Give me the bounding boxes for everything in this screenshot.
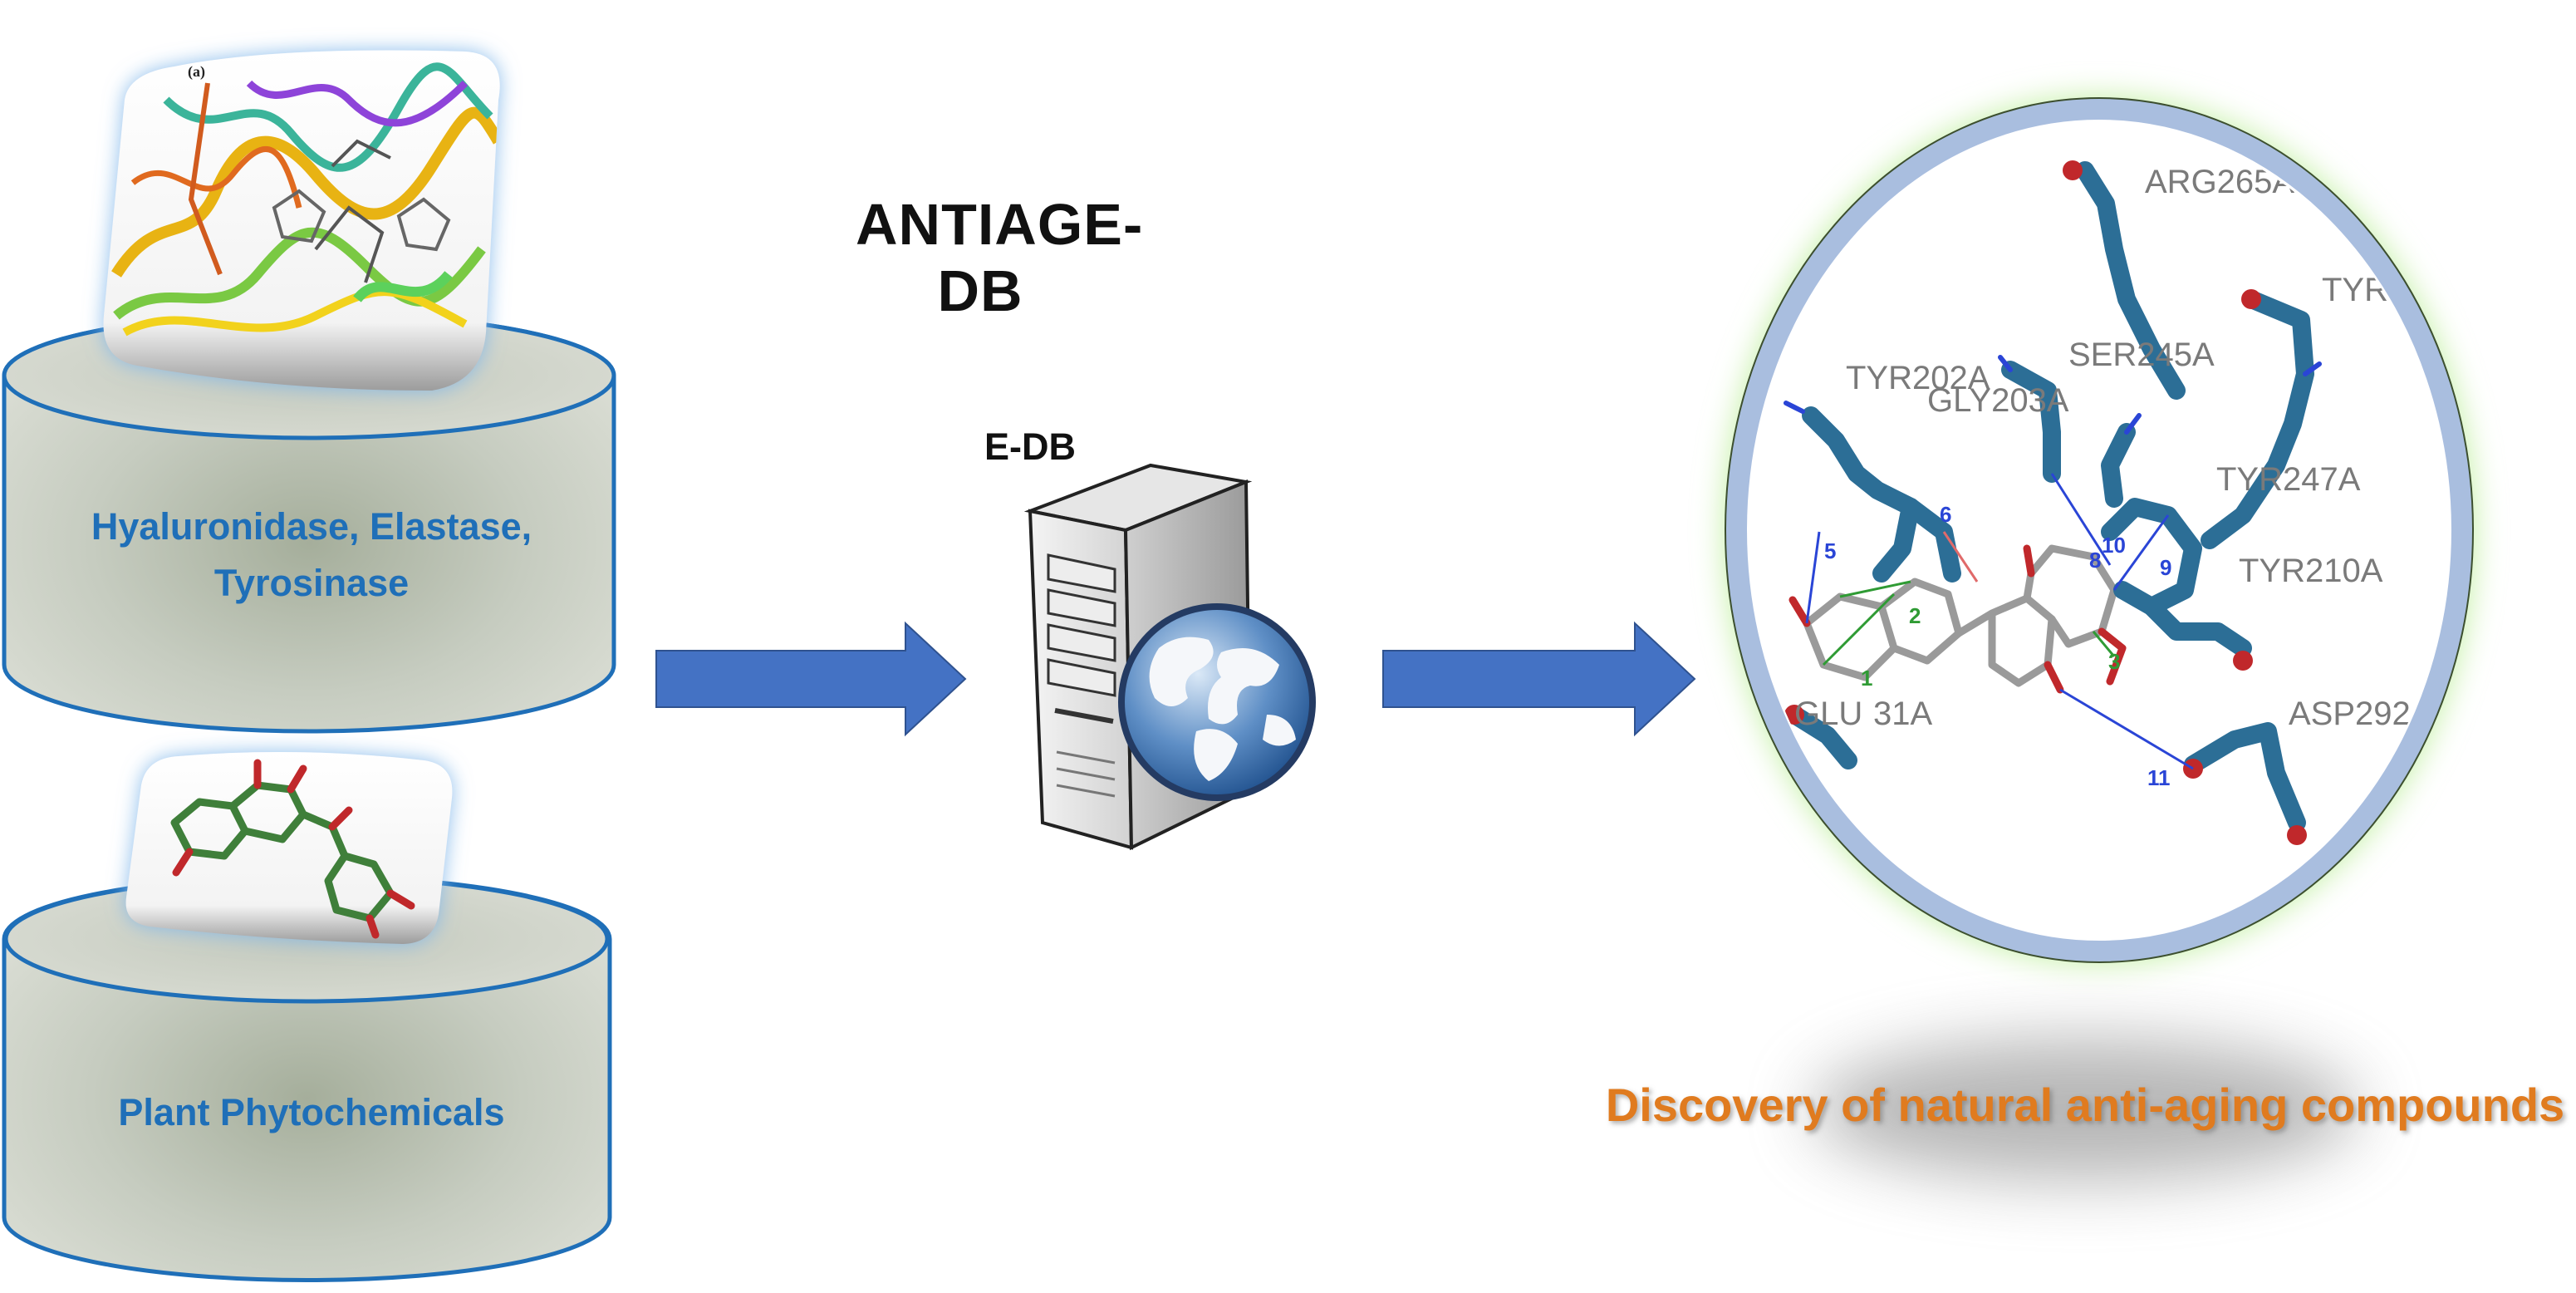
residue-label: ASP292: [2289, 696, 2411, 732]
residue-label: GLY203A: [1927, 382, 2069, 419]
residue-label: TYR210A: [2239, 553, 2383, 589]
result-label: Discovery of natural anti-aging compound…: [1605, 1079, 2565, 1131]
residue-label: SER245A: [2068, 337, 2215, 373]
server-label: E-DB: [984, 425, 1076, 468]
interaction-number: 9: [2160, 555, 2171, 580]
arrow-to-server: [655, 621, 967, 737]
interaction-number: 3: [2108, 649, 2120, 674]
interaction-number: 6: [1940, 502, 1951, 527]
page-title: ANTIAGE-DB: [856, 192, 1144, 323]
interaction-number: 5: [1824, 538, 1836, 563]
enzyme-database-label: Hyaluronidase, Elastase, Tyrosinase: [33, 499, 590, 612]
plant-database-label: Plant Phytochemicals: [118, 1091, 505, 1133]
interaction-number: 8: [2089, 548, 2101, 573]
docking-interaction-view: ARG265A TYR TYR202A GLY203A SER245A TYR2…: [1724, 96, 2475, 964]
arrow-to-result: [1382, 621, 1696, 737]
residue-label: TYR247A: [2216, 461, 2361, 498]
residue-label: 31A: [1873, 696, 1932, 732]
residue-label: TYR202A: [1846, 360, 1990, 396]
enzyme-label-line-2: Tyrosinase: [213, 562, 410, 604]
flavonoid-molecule-icon: [125, 752, 453, 944]
residue-label: GLU: [1794, 696, 1862, 732]
web-server-globe-icon: [1023, 463, 1316, 851]
thumbnail-caption: (a): [188, 63, 205, 81]
interaction-number: 1: [1861, 666, 1872, 691]
protein-structure-icon: (a): [103, 50, 500, 391]
result-shadow: [1811, 1039, 2359, 1180]
enzyme-label-line-1: Hyaluronidase, Elastase,: [91, 505, 532, 548]
interaction-number: 11: [2147, 765, 2171, 790]
interaction-number: 2: [1909, 603, 1921, 628]
interaction-number: 10: [2102, 533, 2126, 558]
